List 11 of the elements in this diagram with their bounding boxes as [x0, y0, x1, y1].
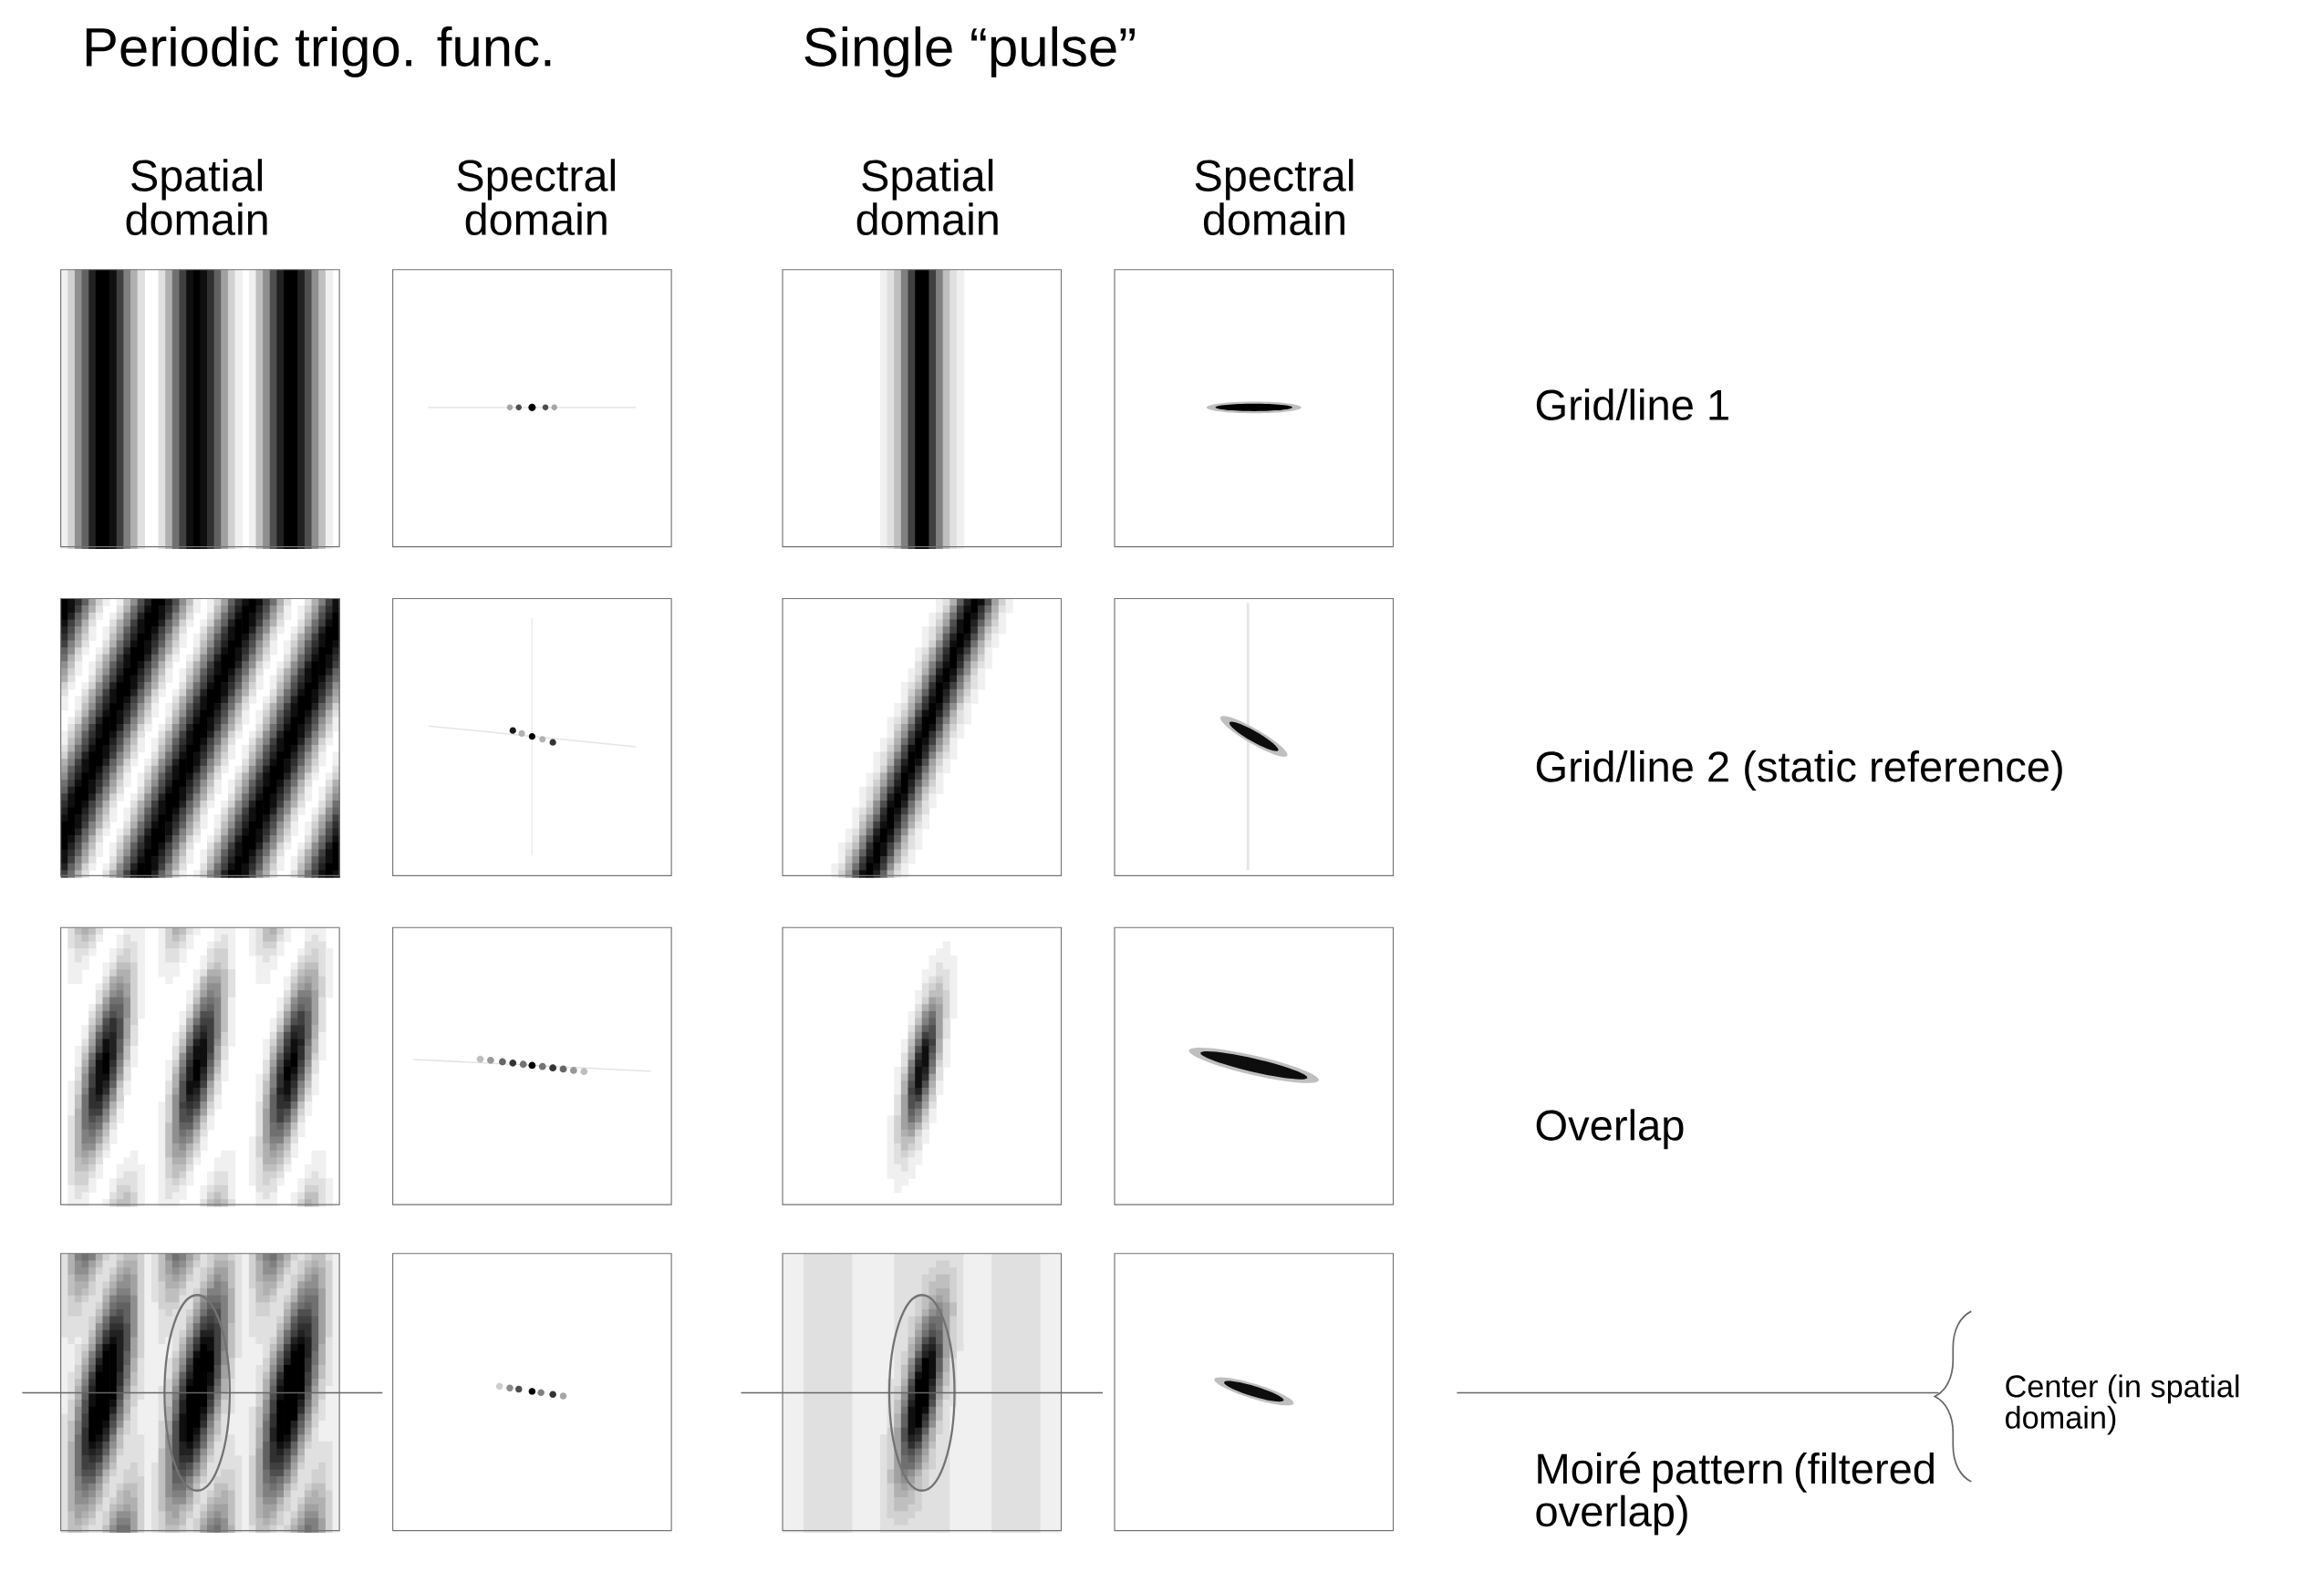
row-label: Overlap	[1536, 1109, 1684, 1149]
column-heading: Spatial domain	[126, 159, 267, 235]
column-heading: Spatial domain	[856, 159, 998, 235]
row-label: Grid/line 2 (static reference)	[1536, 750, 2062, 791]
row-label: Moiré pattern (filtered overlap)	[1536, 1452, 1934, 1535]
column-heading: Spectral domain	[1195, 159, 1354, 235]
column-heading: Spectral domain	[457, 159, 616, 235]
column-group-heading: Periodic trigo. func.	[86, 26, 551, 78]
note-text: Center (in spatial domain)	[2006, 1374, 2239, 1435]
column-group-heading: Single “pulse”	[804, 26, 1136, 78]
row-label: Grid/line 1	[1536, 388, 1728, 420]
